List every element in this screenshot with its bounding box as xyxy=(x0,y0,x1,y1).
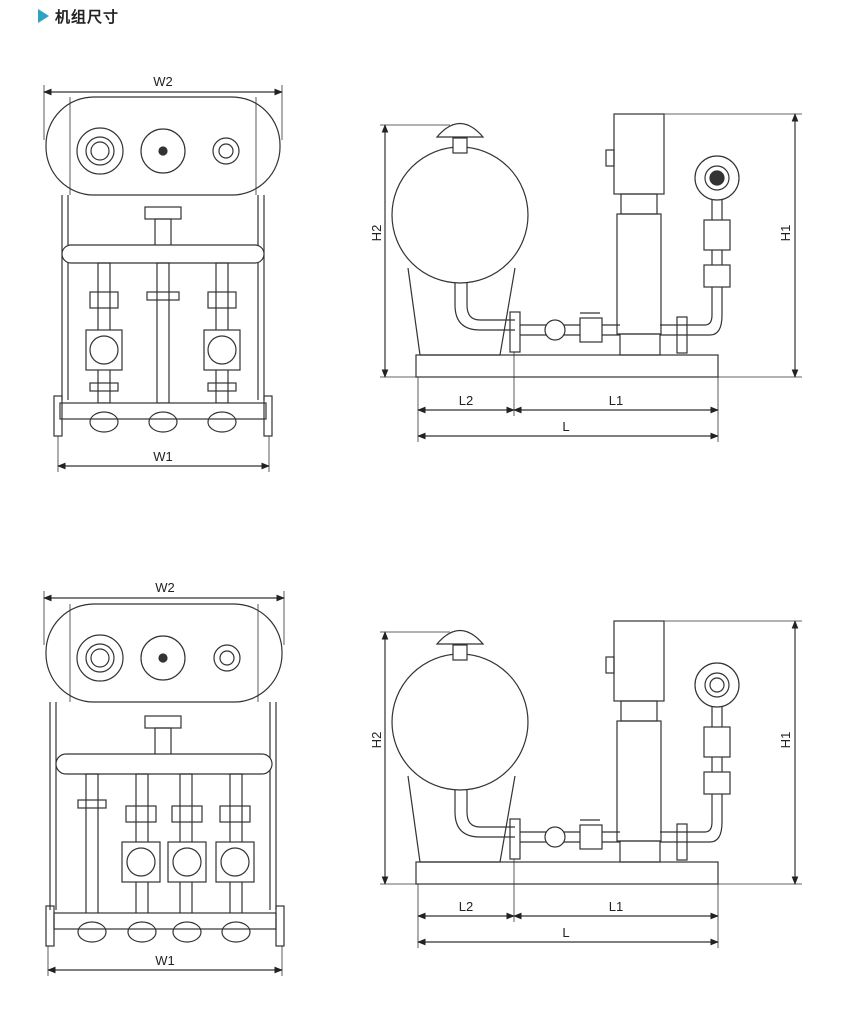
side-view-2-l-label: L xyxy=(562,925,569,940)
front-view-2 xyxy=(43,591,285,976)
side-view-2-h2-label: H2 xyxy=(369,732,384,749)
section-title: 机组尺寸 xyxy=(55,7,120,26)
side-view-1-h1-label: H1 xyxy=(778,225,793,242)
side-view-1-l-label: L xyxy=(562,419,569,434)
side-view-2-l2-label: L2 xyxy=(459,899,473,914)
side-view-1-l1-label: L1 xyxy=(609,393,623,408)
front-view-2-w2-label: W2 xyxy=(155,580,175,595)
front-view-1 xyxy=(43,85,283,472)
side-view-2-h1-label: H1 xyxy=(778,732,793,749)
side-view-2-l1-label: L1 xyxy=(609,899,623,914)
triangle-marker-icon xyxy=(38,9,49,23)
side-view-1-h2-label: H2 xyxy=(369,225,384,242)
front-view-2-w1-label: W1 xyxy=(155,953,175,968)
side-view-1-l2-label: L2 xyxy=(459,393,473,408)
side-view-1 xyxy=(380,113,802,442)
section-header: 机组尺寸 xyxy=(38,5,119,27)
front-view-1-w1-label: W1 xyxy=(153,449,173,464)
front-view-1-w2-label: W2 xyxy=(153,74,173,89)
side-view-2 xyxy=(380,620,802,948)
